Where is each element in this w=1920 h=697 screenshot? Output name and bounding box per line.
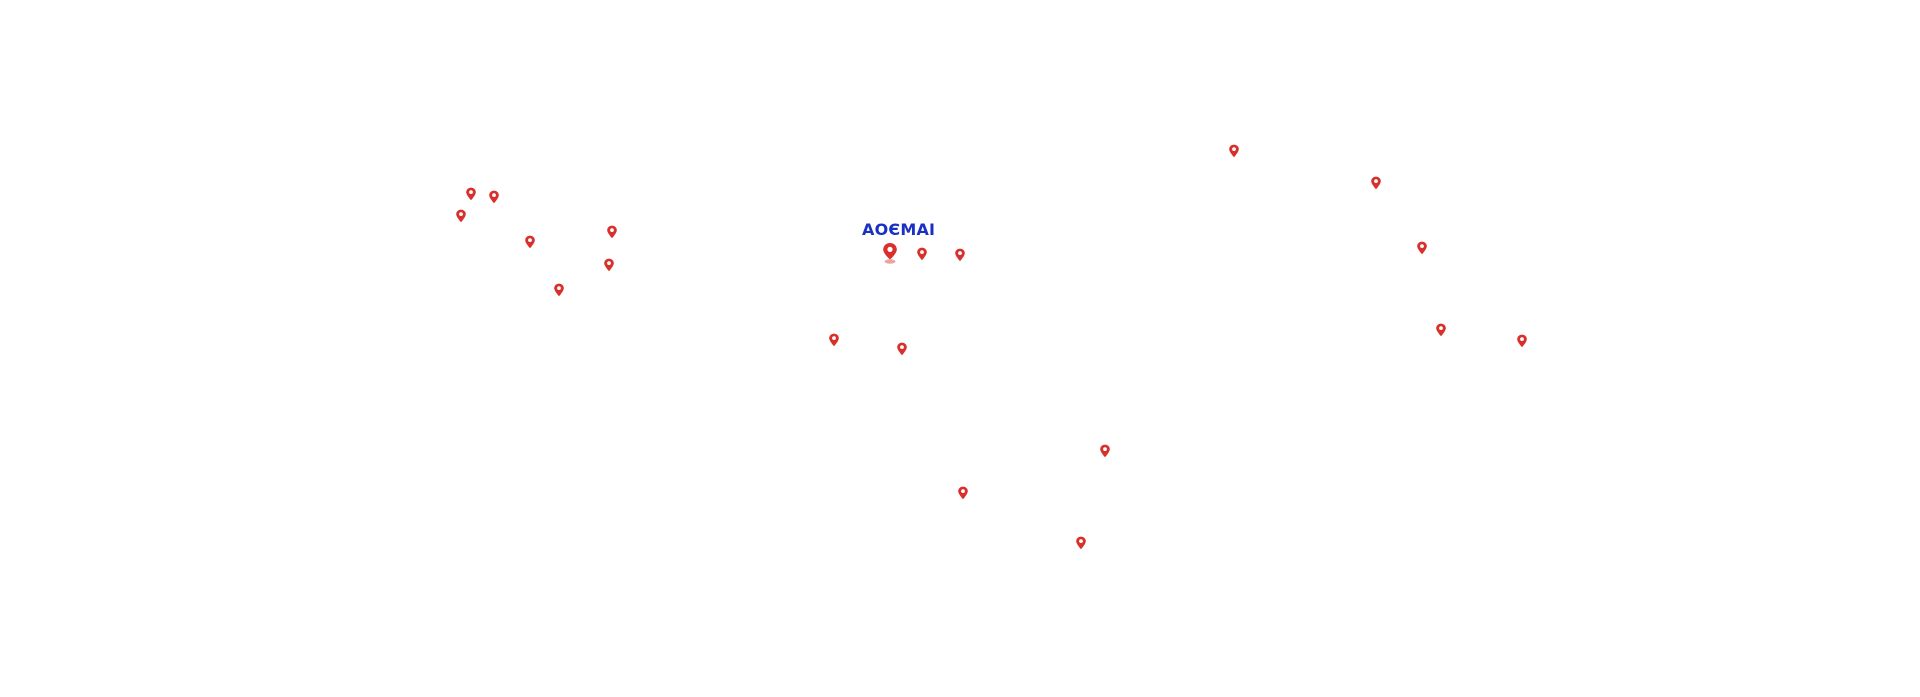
map-pin-icon[interactable]	[897, 342, 908, 356]
map-pin-icon[interactable]	[1517, 334, 1528, 348]
map-pin-highlight-icon[interactable]	[882, 242, 898, 264]
map-pin-icon[interactable]	[1417, 241, 1428, 255]
map-pin-icon[interactable]	[607, 225, 618, 239]
map-pin-icon[interactable]	[1229, 144, 1240, 158]
map-pin-icon[interactable]	[1100, 444, 1111, 458]
map-pin-icon[interactable]	[1436, 323, 1447, 337]
map-pin-icon[interactable]	[917, 247, 928, 261]
map-pin-icon[interactable]	[456, 209, 467, 223]
map-pin-icon[interactable]	[525, 235, 536, 249]
map-pin-icon[interactable]	[1371, 176, 1382, 190]
map-pin-icon[interactable]	[955, 248, 966, 262]
map-pin-icon[interactable]	[466, 187, 477, 201]
map-pin-icon[interactable]	[1076, 536, 1087, 550]
map-pin-icon[interactable]	[604, 258, 615, 272]
map-place-label: AOЄMAI	[862, 220, 936, 239]
map-pin-icon[interactable]	[829, 333, 840, 347]
map-pin-icon[interactable]	[489, 190, 500, 204]
map-pin-icon[interactable]	[554, 283, 565, 297]
map-pin-icon[interactable]	[958, 486, 969, 500]
